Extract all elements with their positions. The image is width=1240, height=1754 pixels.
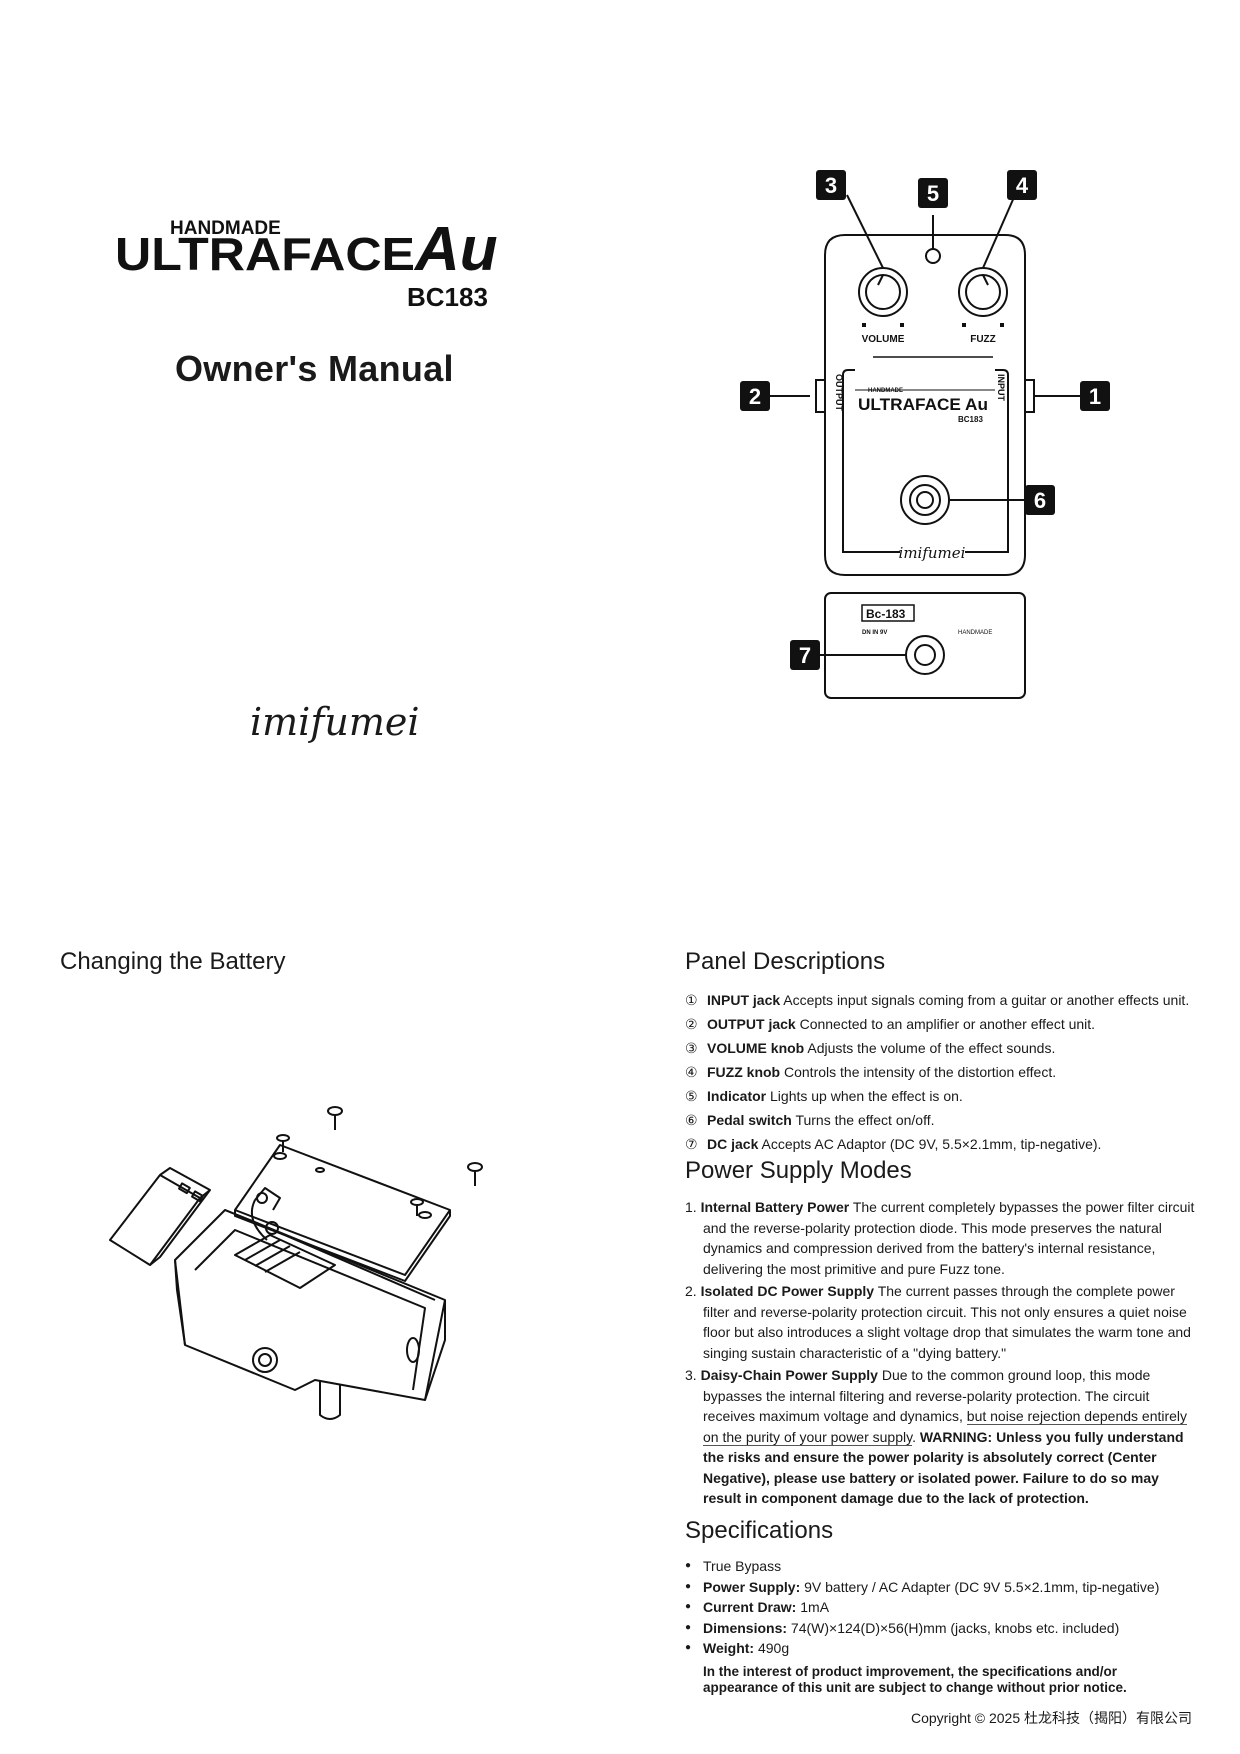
side-jack-shape (252, 1347, 278, 1373)
fuzz-label: FUZZ (970, 334, 996, 345)
footswitch-shape (900, 475, 950, 525)
list-item: 2. Isolated DC Power Supply The current … (685, 1283, 1191, 1361)
callout-badge-5: 5 (918, 178, 948, 208)
callout-badge-2: 2 (740, 381, 770, 411)
list-item: 1. Internal Battery Power The current co… (685, 1199, 1195, 1277)
callout-badge-7: 7 (790, 640, 820, 670)
face-logo-brand: ULTRAFACE Au (858, 395, 988, 414)
noise-rejection-note: but noise rejection depends entirely on … (703, 1408, 1188, 1446)
svg-text:6: 6 (1034, 488, 1046, 513)
logo-brand-au: Au (413, 215, 498, 284)
top-panel-handmade: HANDMADE (958, 630, 992, 636)
screw-icon (410, 1198, 424, 1216)
pedal-body (824, 234, 1026, 576)
face-signature: imifumei (899, 544, 966, 562)
specifications-heading: Specifications (685, 1517, 834, 1544)
screw-icon (327, 1106, 343, 1130)
svg-text:4: 4 (1016, 173, 1029, 198)
power-modes-list: 1. Internal Battery Power The current co… (685, 1197, 1195, 1511)
list-item: 3. Daisy-Chain Power Supply Due to the c… (685, 1367, 1188, 1507)
top-panel-model: Bc-183 (866, 607, 906, 621)
face-logo-handmade: HANDMADE (868, 388, 903, 394)
list-item: True Bypass (685, 1556, 1205, 1577)
top-panel-dc-text: DN IN 9V (862, 630, 887, 636)
volume-label: VOLUME (862, 334, 905, 345)
logo-handmade: HANDMADE (170, 218, 281, 239)
panel-descriptions-heading: Panel Descriptions (685, 948, 886, 975)
logo-model: BC183 (407, 282, 488, 312)
callout-badge-3: 3 (816, 170, 846, 200)
change-notice: In the interest of product improvement, … (703, 1664, 1127, 1695)
indicator-led-shape (925, 248, 941, 264)
list-item: Weight: 490g (685, 1638, 1205, 1659)
list-item: Current Draw: 1mA (685, 1597, 1205, 1618)
copyright-footer: Copyright © 2025 杜龙科技（揭阳）有限公司 (910, 1710, 1192, 1726)
callout-badge-4: 4 (1007, 170, 1037, 200)
brand-signature: imifumei (250, 700, 420, 744)
battery-exploded-illustration (109, 1106, 483, 1420)
screw-icon (467, 1162, 483, 1186)
input-jack-shape (1024, 379, 1035, 413)
list-item: Power Supply: 9V battery / AC Adapter (D… (685, 1577, 1205, 1598)
dc-jack-shape (905, 635, 945, 675)
battery-heading: Changing the Battery (60, 948, 286, 975)
face-logo-model: BC183 (958, 415, 983, 424)
output-jack-shape (815, 379, 826, 413)
output-label: OUTPUT (834, 374, 844, 412)
svg-text:1: 1 (1089, 384, 1101, 409)
callout-badge-6: 6 (1025, 485, 1055, 515)
svg-text:5: 5 (927, 181, 939, 206)
callout-badge-1: 1 (1080, 381, 1110, 411)
svg-text:2: 2 (749, 384, 761, 409)
power-supply-heading: Power Supply Modes (685, 1157, 912, 1184)
pedal-panel-diagram: VOLUME FUZZ OUTPUT INPUT HANDMADE ULTRAF… (740, 170, 1110, 699)
svg-text:3: 3 (825, 173, 837, 198)
input-label: INPUT (996, 374, 1006, 402)
top-panel-shape (824, 592, 1026, 699)
specifications-list: True Bypass Power Supply: 9V battery / A… (685, 1556, 1205, 1659)
ultraface-logo: HANDMADE ULTRAFACE Au BC183 (115, 215, 498, 312)
list-item: Dimensions: 74(W)×124(D)×56(H)mm (jacks,… (685, 1618, 1205, 1639)
warning-text: WARNING: Unless you fully understand the… (703, 1428, 1184, 1507)
logo-brand-main: ULTRAFACE (115, 228, 415, 280)
screw-icon (276, 1134, 290, 1152)
svg-text:7: 7 (799, 643, 811, 668)
page-title: Owner's Manual (175, 348, 454, 389)
bottom-lid-plate (234, 1144, 451, 1276)
